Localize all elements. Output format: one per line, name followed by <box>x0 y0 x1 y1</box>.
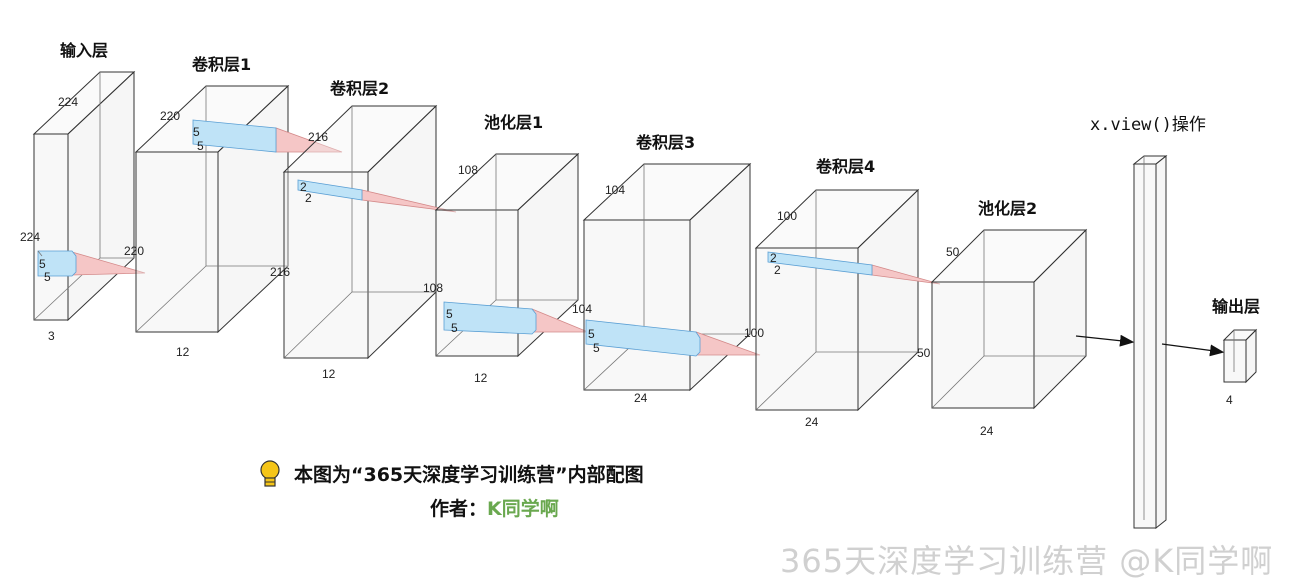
kernel-conv2-to-pool1 <box>297 179 457 213</box>
pool1-layer-title: 池化层1 <box>484 113 543 132</box>
author-label: 作者： <box>430 498 488 520</box>
kernel-1-size-a: 5 <box>39 257 46 271</box>
kernel-2-size-a: 5 <box>193 125 200 139</box>
input-layer-dim-channels: 3 <box>48 329 55 343</box>
pool1-layer-dim-channels: 12 <box>474 371 488 385</box>
flatten-view-bar <box>1132 154 1168 530</box>
arrow-view-to-output <box>1161 343 1225 357</box>
kernel-conv1-to-conv2 <box>192 119 343 153</box>
conv4-layer-dim-channels: 24 <box>805 415 819 429</box>
kernel-conv4-to-pool2 <box>767 251 941 285</box>
input-layer-dim-depth: 224 <box>58 95 78 109</box>
pool2-layer-dim-height: 50 <box>917 346 931 360</box>
kernel-conv3-to-conv4 <box>585 319 761 357</box>
kernel-input-to-conv1 <box>37 250 146 277</box>
conv4-layer-title: 卷积层4 <box>815 157 875 176</box>
conv3-layer-box <box>582 162 752 392</box>
pool2-layer-dim-channels: 24 <box>980 424 994 438</box>
conv2-layer-dim-channels: 12 <box>322 367 336 381</box>
pool2-layer-title: 池化层2 <box>978 199 1037 218</box>
conv2-layer-dim-height: 216 <box>270 265 290 279</box>
conv1-layer-dim-channels: 12 <box>176 345 190 359</box>
kernel-5-size-b: 5 <box>593 341 600 355</box>
view-operation-title: x.view()操作 <box>1090 115 1206 135</box>
arrow-pool2-to-view <box>1075 334 1135 347</box>
kernel-4-size-a: 5 <box>446 307 453 321</box>
kernel-5-size-a: 5 <box>588 327 595 341</box>
kernel-4-size-b: 5 <box>451 321 458 335</box>
conv1-layer-dim-depth: 220 <box>160 109 180 123</box>
output-layer-title: 输出层 <box>1212 297 1260 316</box>
conv3-layer-title: 卷积层3 <box>635 133 695 152</box>
conv2-layer-dim-depth: 216 <box>308 130 328 144</box>
input-layer-title: 输入层 <box>60 41 108 60</box>
watermark: 365天深度学习训练营 @K同学啊 <box>780 542 1274 580</box>
caption-line: 本图为“365天深度学习训练营”内部配图 <box>294 464 644 486</box>
author-name: K同学啊 <box>487 498 559 520</box>
conv4-layer-dim-depth: 100 <box>777 209 797 223</box>
kernel-2-size-b: 5 <box>197 139 204 153</box>
kernel-3-size-a: 2 <box>300 180 307 194</box>
conv1-layer-title: 卷积层1 <box>191 55 251 74</box>
output-layer-dim: 4 <box>1226 393 1233 407</box>
conv3-layer-dim-channels: 24 <box>634 391 648 405</box>
pool1-layer-dim-height: 108 <box>423 281 443 295</box>
kernel-pool1-to-conv3 <box>443 301 589 335</box>
pool2-layer-box <box>930 228 1088 410</box>
lightbulb-icon <box>260 460 280 487</box>
conv2-layer-title: 卷积层2 <box>329 79 389 98</box>
kernel-1-size-b: 5 <box>44 270 51 284</box>
pool1-layer-dim-depth: 108 <box>458 163 478 177</box>
pool2-layer-dim-depth: 50 <box>946 245 960 259</box>
author-line: 作者：K同学啊 <box>430 494 559 521</box>
conv1-layer-dim-height: 220 <box>124 244 144 258</box>
output-layer-box <box>1222 328 1258 384</box>
input-layer-dim-height: 224 <box>20 230 40 244</box>
conv3-layer-dim-height: 104 <box>572 302 592 316</box>
kernel-3-size-b: 2 <box>305 191 312 205</box>
conv4-layer-box <box>754 188 920 412</box>
kernel-6-size-b: 2 <box>774 263 781 277</box>
conv3-layer-dim-depth: 104 <box>605 183 625 197</box>
conv4-layer-dim-height: 100 <box>744 326 764 340</box>
conv2-layer-box <box>282 104 438 360</box>
kernel-6-size-a: 2 <box>770 251 777 265</box>
